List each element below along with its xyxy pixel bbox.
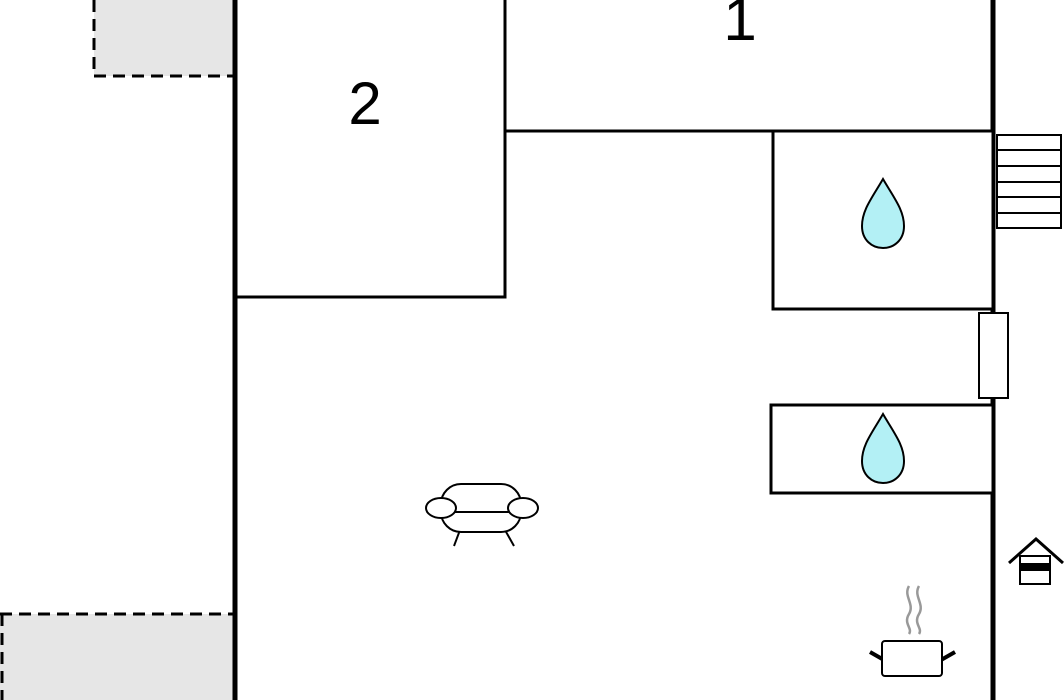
- stairs-icon: [996, 134, 1062, 229]
- water-drop-icon: [860, 412, 906, 485]
- water-drop-icon: [860, 177, 906, 250]
- sofa-icon: [425, 483, 539, 547]
- terrace-bottom-left: [0, 612, 234, 700]
- terrace-top-left: [92, 0, 234, 78]
- bedroom-2: 2: [235, 0, 507, 299]
- room-number-1: 1: [723, 0, 756, 53]
- bathroom-2: [769, 403, 995, 495]
- cooking-pot-icon: [869, 585, 956, 677]
- room-number-2: 2: [348, 70, 381, 137]
- house-entrance-icon: [1008, 536, 1064, 585]
- bathroom-1: [771, 129, 995, 311]
- bedroom-1: 1: [505, 0, 993, 133]
- window-icon: [978, 312, 1009, 399]
